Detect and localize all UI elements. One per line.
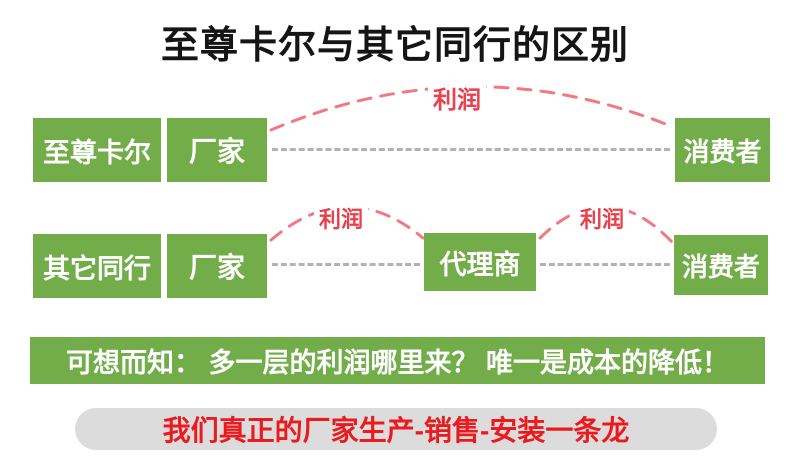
row2-agent-label: 代理商 [439, 249, 521, 280]
row2-consumer-label: 消费者 [681, 251, 760, 282]
row2-consumer-box: 消费者 [674, 235, 768, 295]
row1-consumer-box: 消费者 [675, 118, 770, 182]
footer-pill: 我们真正的厂家生产-销售-安装一条龙 [75, 408, 717, 450]
row2-profit-label-right: 利润 [575, 202, 630, 234]
connector-row1 [272, 148, 670, 151]
conclusion-banner-text: 可想而知： 多一层的利润哪里来？ 唯一是成本的降低！ [65, 348, 729, 378]
footer-pill-text: 我们真正的厂家生产-销售-安装一条龙 [162, 415, 630, 446]
row2-factory-label: 厂家 [188, 252, 245, 283]
row1-brand-label: 至尊卡尔 [43, 137, 151, 168]
row1-factory-box: 厂家 [167, 118, 267, 182]
row2-factory-box: 厂家 [167, 234, 267, 298]
row2-brand-label: 其它同行 [43, 253, 151, 284]
row2-agent-box: 代理商 [424, 233, 536, 291]
row1-brand-box: 至尊卡尔 [33, 118, 161, 182]
row1-profit-label: 利润 [428, 80, 486, 115]
row1-factory-label: 厂家 [188, 136, 245, 167]
connector-row2-left [272, 263, 420, 266]
conclusion-banner: 可想而知： 多一层的利润哪里来？ 唯一是成本的降低！ [30, 337, 765, 384]
row2-profit-label-left: 利润 [314, 202, 369, 234]
connector-row2-right [540, 263, 670, 266]
page-title: 至尊卡尔与其它同行的区别 [160, 25, 629, 67]
row2-brand-box: 其它同行 [33, 234, 161, 298]
row1-consumer-label: 消费者 [683, 136, 762, 167]
